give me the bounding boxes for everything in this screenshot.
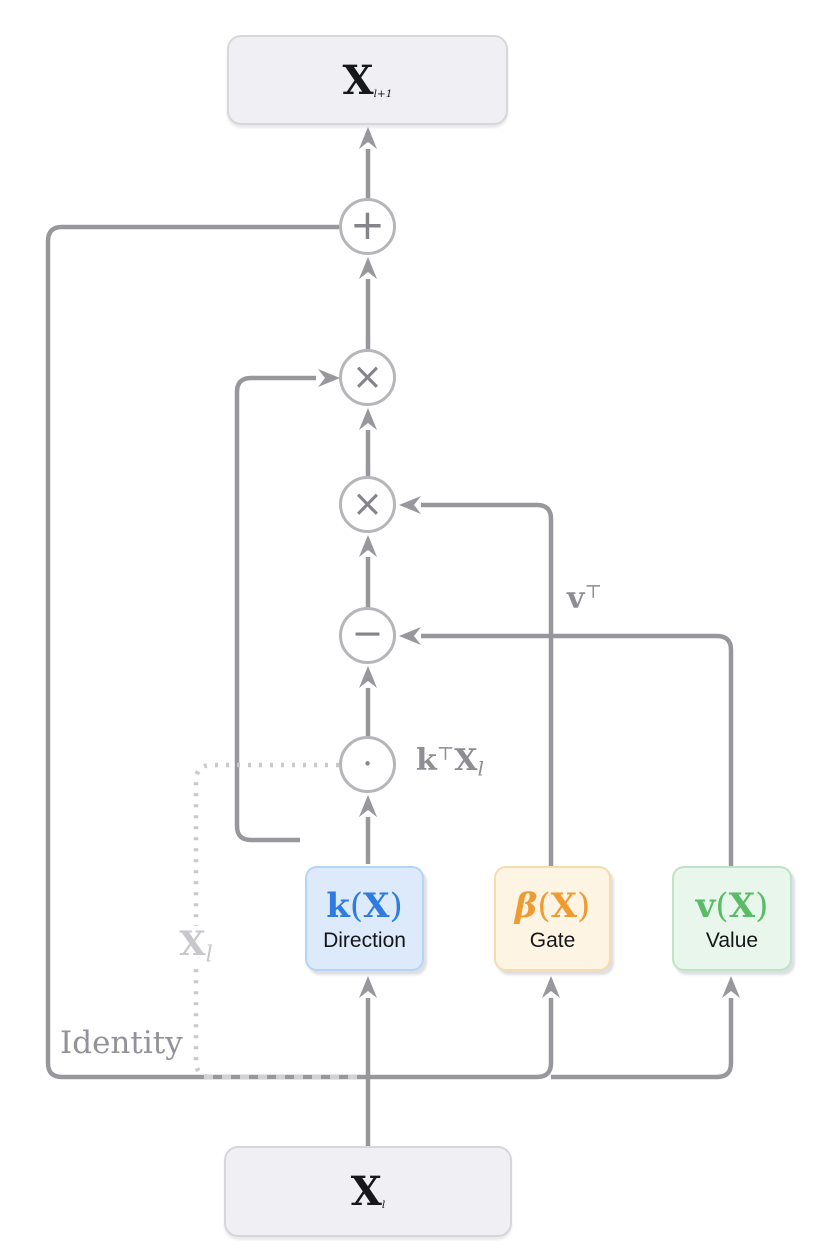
arrowhead-hook-right — [318, 369, 340, 387]
direction-fn: k — [326, 885, 350, 926]
op-multiply-upper: × — [339, 349, 396, 406]
ghost-subscript: l — [205, 941, 213, 968]
edge-feed-gate — [368, 998, 554, 1080]
paren: ) — [755, 885, 769, 926]
arrowhead-value-left — [399, 627, 421, 645]
edge-feed-value — [551, 998, 734, 1080]
direction-branch-box: k(X) Direction — [305, 866, 424, 971]
times-icon: × — [351, 354, 383, 398]
transpose-symbol: ⊤ — [584, 581, 602, 603]
arrowhead-into-minus — [359, 666, 377, 688]
paren: ( — [715, 885, 729, 926]
gate-fn: β — [514, 885, 538, 926]
minus-icon: − — [351, 611, 384, 655]
arrowhead-into-plus — [359, 257, 377, 279]
paren: ) — [576, 885, 591, 926]
op-subtract: − — [339, 607, 396, 664]
value-branch-box: v(X) Value — [672, 866, 792, 971]
transpose-symbol: ⊤ — [436, 743, 455, 765]
k-symbol: k — [416, 743, 437, 778]
input-node-label: Xl — [351, 1168, 385, 1215]
value-caption: Value — [705, 928, 759, 952]
plus-icon: + — [349, 200, 386, 249]
op-dot-product: • — [339, 736, 396, 793]
direction-caption: Direction — [323, 928, 406, 952]
paren: ) — [389, 885, 403, 926]
arrowhead-into-gate — [542, 976, 560, 998]
output-node-label: Xl+1 — [343, 57, 393, 104]
key-projection-label: k⊤Xl — [416, 744, 484, 780]
arrowhead-into-times-lower — [359, 535, 377, 557]
arrowhead-into-value — [722, 976, 740, 998]
op-add: + — [339, 198, 396, 255]
output-node: Xl+1 — [227, 35, 508, 125]
output-base: X — [342, 56, 374, 104]
value-arg: X — [728, 885, 756, 926]
edge-gate-to-times — [421, 502, 554, 866]
paren: ( — [349, 885, 364, 926]
gate-caption: Gate — [529, 928, 576, 952]
ghost-input-label: Xl — [168, 924, 224, 968]
arrowhead-into-direction — [359, 976, 377, 998]
arrowhead-into-times-upper — [359, 408, 377, 430]
arrowhead-into-output — [359, 127, 377, 149]
direction-arg: X — [363, 885, 390, 926]
op-multiply-lower: × — [339, 476, 396, 533]
value-transpose-label: v⊤ — [567, 582, 602, 615]
input-subscript: l — [381, 1198, 386, 1211]
edge-identity-skip — [45, 224, 368, 1080]
edge-value-to-minus — [421, 633, 734, 866]
edge-key-hook — [234, 375, 316, 843]
input-base: X — [350, 1168, 382, 1215]
value-expr: v(X) — [696, 889, 769, 923]
gate-expr: β(X) — [515, 889, 591, 923]
times-icon: × — [351, 481, 383, 525]
ghost-x: X — [179, 924, 206, 964]
x-symbol: X — [454, 743, 478, 778]
identity-skip-label: Identity — [60, 1025, 183, 1061]
gate-arg: X — [550, 885, 577, 926]
input-node: Xl — [224, 1146, 512, 1237]
v-symbol: v — [567, 581, 585, 616]
l-subscript: l — [477, 757, 484, 781]
arrowhead-into-dot — [359, 795, 377, 817]
gate-branch-box: β(X) Gate — [494, 866, 611, 971]
value-fn: v — [695, 885, 716, 926]
direction-expr: k(X) — [326, 889, 402, 923]
edge-ghost-input-dotted — [193, 762, 339, 1080]
output-subscript: l+1 — [373, 87, 393, 100]
paren: ( — [537, 885, 551, 926]
arrowhead-gate-left — [399, 496, 421, 514]
dot-icon: • — [363, 755, 372, 773]
